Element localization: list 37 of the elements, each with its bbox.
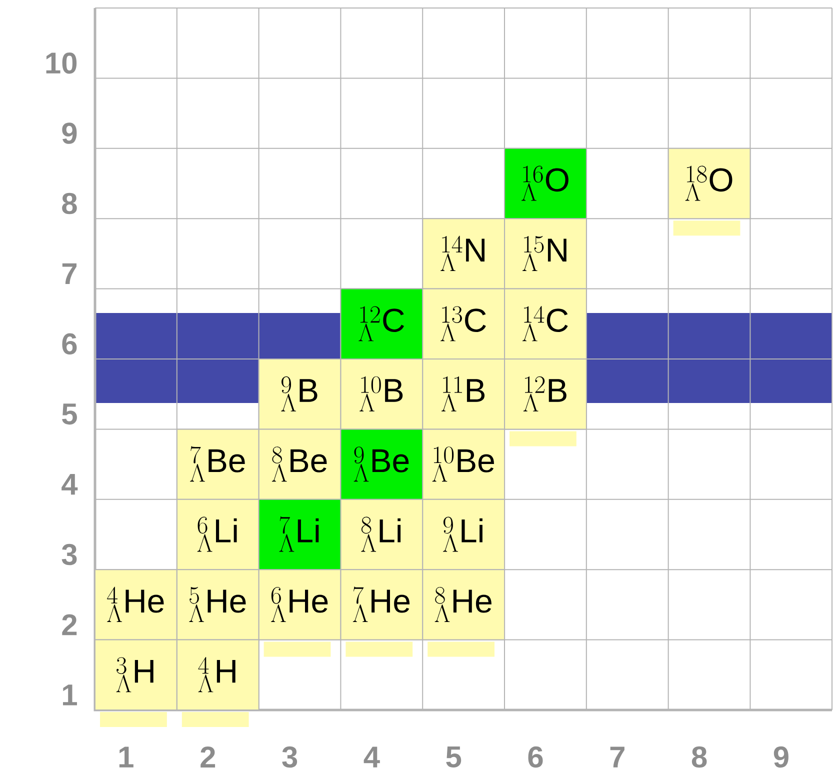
axis-label: 9 bbox=[62, 122, 77, 144]
axis-label: 3 bbox=[62, 544, 77, 566]
nuclide-cell: ${}^{11}_{\Lambda}\mathrm{B}$ bbox=[422, 358, 506, 430]
nuclide-cell: ${}^{8}_{\Lambda}\mathrm{Be}$ bbox=[258, 428, 342, 500]
nuclide-cell: ${}^{10}_{\Lambda}\mathrm{B}$ bbox=[340, 358, 424, 430]
nuclide-cell: ${}^{7}_{\Lambda}\mathrm{Be}$ bbox=[176, 428, 260, 500]
nuclide-cell: ${}^{13}_{\Lambda}\mathrm{C}$ bbox=[422, 288, 506, 360]
axis-label: 4 bbox=[364, 746, 380, 768]
nuclide-cell: ${}^{9}_{\Lambda}\mathrm{Be}$ bbox=[340, 428, 424, 500]
axis-label: 5 bbox=[446, 746, 462, 768]
axis-label: 8 bbox=[62, 192, 77, 214]
axis-label: 1 bbox=[119, 746, 134, 768]
axis-label: 8 bbox=[692, 746, 707, 768]
nuclide-cell: ${}^{14}_{\Lambda}\mathrm{N}$ bbox=[422, 218, 506, 290]
axis-label: 9 bbox=[774, 746, 788, 768]
nuclide-cell: ${}^{15}_{\Lambda}\mathrm{N}$ bbox=[504, 218, 587, 290]
axis-label: 7 bbox=[62, 263, 76, 284]
nuclide-cell: ${}^{4}_{\Lambda}\mathrm{He}$ bbox=[94, 569, 178, 640]
nuclide-cell: ${}^{6}_{\Lambda}\mathrm{Li}$ bbox=[176, 498, 260, 570]
nuclide-cell: ${}^{12}_{\Lambda}\mathrm{C}$ bbox=[340, 288, 424, 360]
nuclide-cell: ${}^{10}_{\Lambda}\mathrm{Be}$ bbox=[422, 428, 506, 500]
axis-label: 2 bbox=[62, 614, 77, 636]
axis-label: 4 bbox=[62, 474, 78, 495]
nuclide-cell: ${}^{7}_{\Lambda}\mathrm{Li}$ bbox=[258, 498, 342, 570]
axis-label: 3 bbox=[282, 746, 298, 768]
axis-label: 7 bbox=[610, 746, 624, 768]
nuclide-cell: ${}^{5}_{\Lambda}\mathrm{He}$ bbox=[176, 569, 260, 640]
nuclide-cell: ${}^{9}_{\Lambda}\mathrm{Li}$ bbox=[422, 498, 506, 570]
nuclide-cell: ${}^{14}_{\Lambda}\mathrm{C}$ bbox=[504, 288, 587, 360]
nuclide-cell: ${}^{9}_{\Lambda}\mathrm{B}$ bbox=[258, 358, 342, 430]
axis-label: 1 bbox=[63, 684, 77, 706]
nuclide-cell: ${}^{8}_{\Lambda}\mathrm{Li}$ bbox=[340, 498, 424, 570]
axis-label: 5 bbox=[62, 404, 77, 425]
axis-label: 6 bbox=[528, 746, 543, 768]
axis-label: 10 bbox=[46, 52, 77, 74]
nuclide-cell: ${}^{16}_{\Lambda}\mathrm{O}$ bbox=[504, 148, 587, 220]
axis-label: 2 bbox=[200, 746, 216, 768]
